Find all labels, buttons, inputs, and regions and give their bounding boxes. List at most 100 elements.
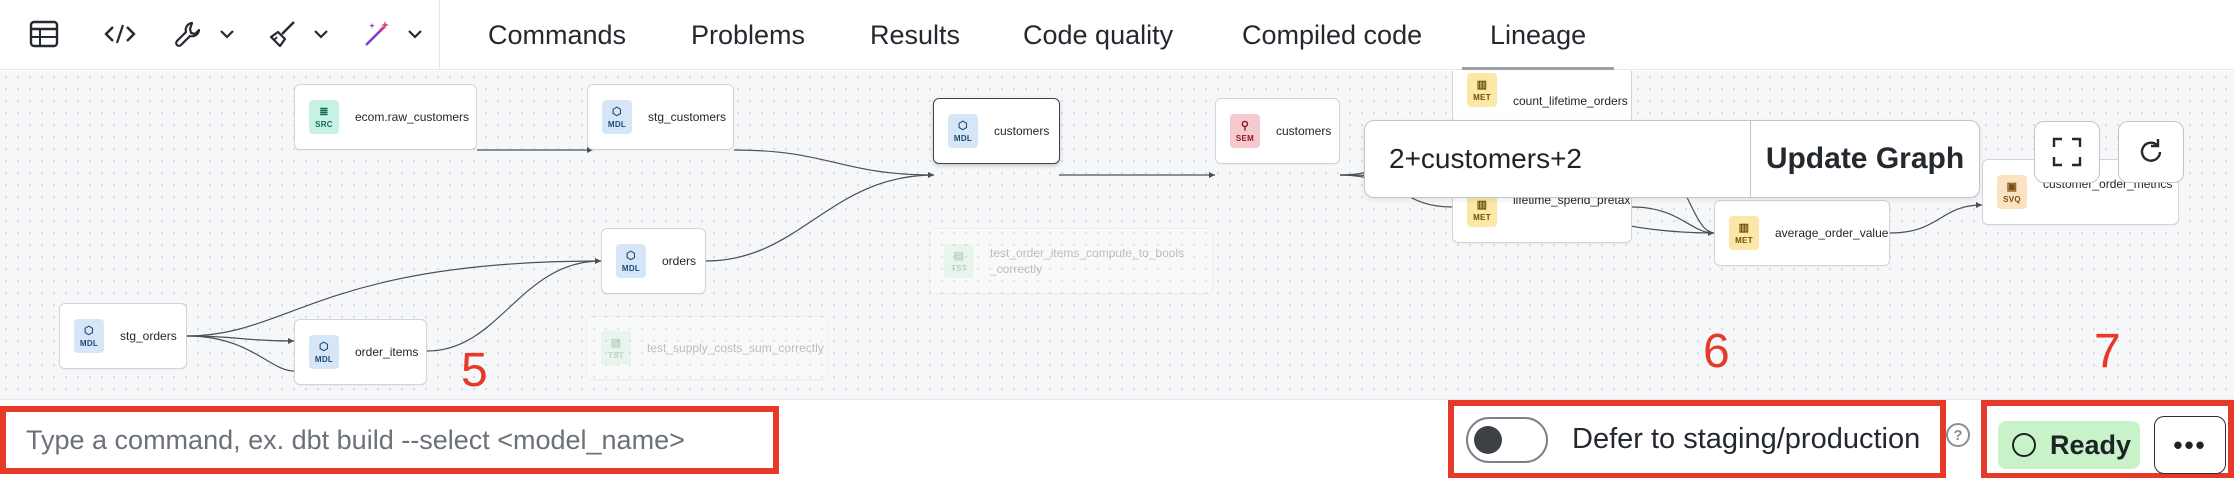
node-label: average_order_value: [1775, 226, 1889, 240]
tab-label: Problems: [691, 19, 806, 50]
test-badge: ▤TST: [944, 244, 974, 278]
lineage-node[interactable]: ⚲SEM customers: [1215, 98, 1340, 164]
lineage-node[interactable]: ⬡MDL stg_customers: [587, 84, 734, 150]
table-icon[interactable]: [24, 14, 64, 54]
bar-chart-icon: ▥: [1738, 221, 1750, 234]
cube-icon: ⬡: [626, 249, 636, 262]
semantic-icon: ⚲: [1240, 119, 1250, 132]
tab-label: Code quality: [1023, 19, 1174, 50]
tab-compiled-code[interactable]: Compiled code: [1242, 0, 1422, 70]
node-label: order_items: [355, 345, 419, 359]
node-label: stg_customers: [648, 110, 727, 124]
update-graph-button[interactable]: Update Graph: [1765, 142, 1965, 175]
save-icon: ▣: [2006, 180, 2018, 193]
tab-commands[interactable]: Commands: [488, 0, 626, 70]
node-label: test_order_items_compute_to_bools _corre…: [990, 246, 1185, 276]
tab-problems[interactable]: Problems: [691, 0, 805, 70]
defer-label: Defer to staging/production: [1572, 423, 1921, 455]
model-badge: ⬡MDL: [948, 114, 978, 148]
callout-7: 7: [2094, 325, 2121, 378]
wrench-icon: [175, 21, 201, 47]
graph-selector-value: 2+customers+2: [1389, 143, 1582, 174]
callout-5: 5: [461, 344, 488, 397]
fullscreen-button[interactable]: [2034, 121, 2100, 183]
chevron-down-icon: [408, 30, 422, 39]
tool-group: [0, 0, 440, 70]
ai-dropdown[interactable]: [358, 14, 428, 54]
tab-code-quality[interactable]: Code quality: [1023, 0, 1173, 70]
brush-icon: [269, 21, 295, 48]
callout-6: 6: [1703, 325, 1730, 378]
test-badge: ▤TST: [601, 331, 631, 365]
model-badge: ⬡MDL: [602, 100, 632, 134]
refresh-icon: [2140, 139, 2162, 162]
bar-chart-icon: ▥: [1476, 198, 1488, 211]
lineage-node[interactable]: ⬡MDL stg_orders: [59, 303, 187, 369]
model-badge: ⬡MDL: [74, 319, 104, 353]
cube-icon: ⬡: [84, 324, 94, 337]
saved-query-badge: ▣SVQ: [1997, 175, 2027, 209]
lineage-node[interactable]: ⬡MDL order_items: [294, 319, 427, 385]
node-label: customers: [994, 124, 1050, 138]
status-circle-icon: [2012, 433, 2036, 457]
lineage-node[interactable]: ⬡MDL orders: [601, 228, 706, 294]
status-label: Ready: [2050, 429, 2132, 460]
defer-toggle[interactable]: [1466, 416, 1548, 463]
tab-label: Commands: [488, 19, 627, 50]
toggle-knob: [1474, 425, 1502, 454]
wrench-dropdown[interactable]: [170, 14, 240, 54]
cube-icon: ⬡: [612, 105, 622, 118]
source-badge: ≣SRC: [309, 100, 339, 134]
edge: [186, 335, 295, 372]
refresh-button[interactable]: [2118, 121, 2184, 183]
clipboard-icon: ▤: [610, 336, 622, 349]
tab-label: Lineage: [1490, 19, 1587, 50]
node-label: ecom.raw_customers: [355, 110, 470, 124]
edge: [705, 174, 935, 262]
node-label: count_lifetime_orders: [1513, 94, 1628, 108]
lineage-node-test[interactable]: ▤TST test_supply_costs_sum_correctly: [586, 316, 828, 380]
tab-lineage[interactable]: Lineage: [1461, 0, 1615, 70]
edge: [1631, 206, 1715, 234]
metric-badge: ▥MET: [1467, 73, 1497, 107]
command-bar: Defer to staging/production ? Ready •••: [0, 399, 2234, 478]
node-label: customers: [1276, 124, 1332, 138]
lineage-node[interactable]: ▥MET count_lifetime_orders: [1452, 71, 1632, 123]
edge: [1889, 204, 1983, 234]
lineage-node[interactable]: ▥MET average_order_value: [1714, 200, 1890, 266]
database-icon: ≣: [319, 105, 329, 118]
model-badge: ⬡MDL: [616, 244, 646, 278]
command-input-wrapper: [0, 406, 779, 474]
more-options-button[interactable]: •••: [2154, 416, 2226, 474]
help-icon[interactable]: ?: [1946, 423, 1970, 447]
model-badge: ⬡MDL: [309, 335, 339, 369]
tab-label: Compiled code: [1242, 19, 1423, 50]
clipboard-icon: ▤: [953, 249, 965, 262]
lineage-node-selected[interactable]: ⬡MDL customers: [933, 98, 1060, 164]
tab-label: Results: [870, 19, 961, 50]
status-badge: Ready: [1998, 421, 2140, 469]
code-icon[interactable]: [100, 14, 140, 54]
tab-results[interactable]: Results: [870, 0, 960, 70]
edge: [733, 149, 935, 176]
magic-wand-icon: [365, 21, 389, 46]
chevron-down-icon: [314, 30, 328, 39]
cube-icon: ⬡: [958, 119, 968, 132]
chevron-down-icon: [220, 30, 234, 39]
status-group: Ready •••: [1981, 400, 2234, 478]
command-input[interactable]: [26, 424, 773, 456]
node-label: orders: [662, 254, 697, 268]
top-toolbar: Commands Problems Results Code quality C…: [0, 0, 2234, 70]
metric-badge: ▥MET: [1467, 193, 1497, 227]
brush-dropdown[interactable]: [264, 14, 334, 54]
graph-selector-input[interactable]: 2+customers+2: [1365, 121, 1751, 197]
graph-query-bar: 2+customers+2 Update Graph: [1364, 120, 1980, 198]
lineage-node[interactable]: ≣SRC ecom.raw_customers: [294, 84, 477, 150]
node-label: test_supply_costs_sum_correctly: [647, 341, 824, 355]
defer-toggle-group: Defer to staging/production: [1448, 400, 1946, 478]
cube-icon: ⬡: [319, 340, 329, 353]
edge: [186, 260, 602, 337]
bar-chart-icon: ▥: [1476, 78, 1488, 91]
lineage-node-test[interactable]: ▤TST test_order_items_compute_to_bools _…: [929, 228, 1213, 294]
